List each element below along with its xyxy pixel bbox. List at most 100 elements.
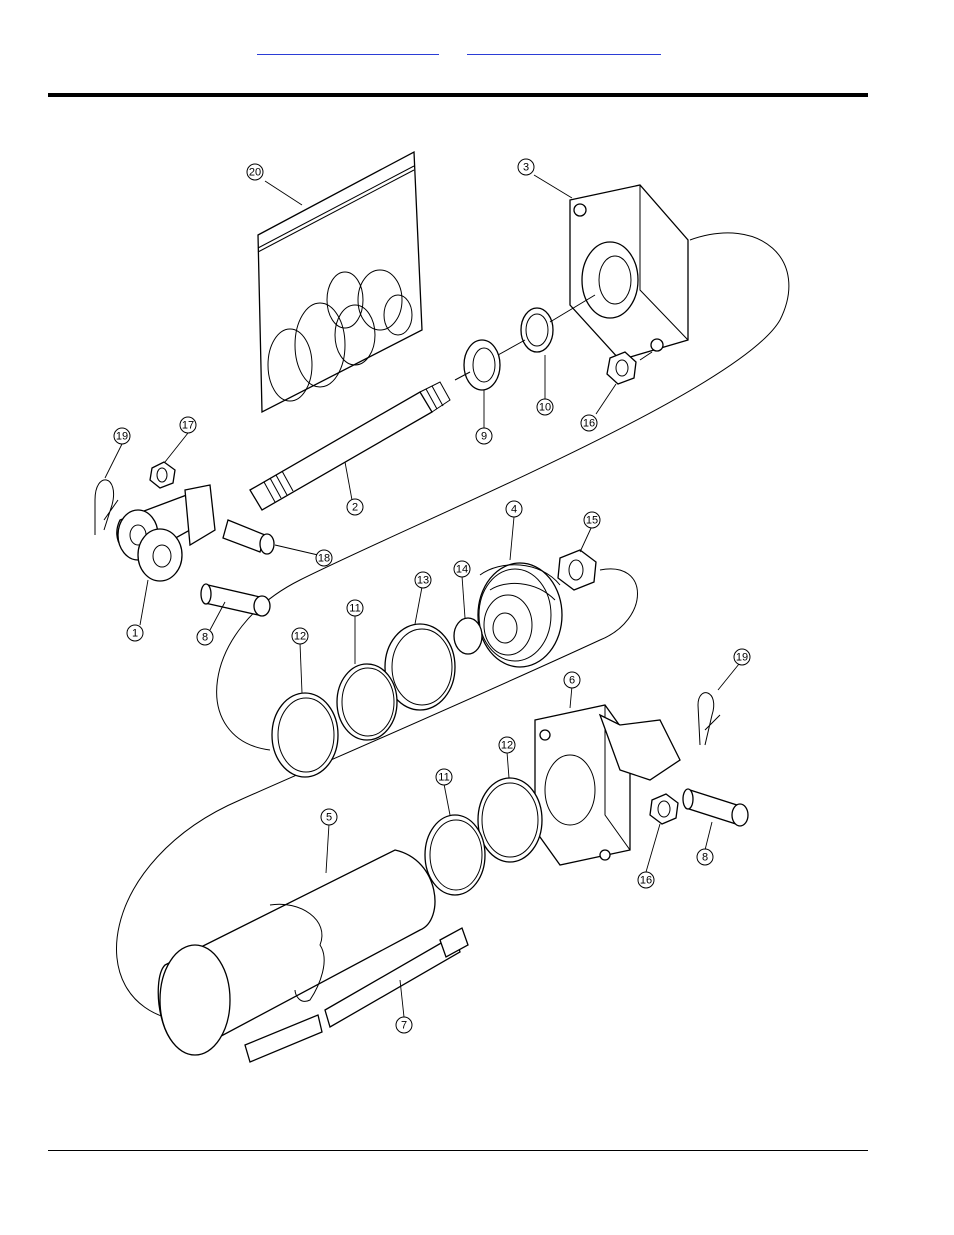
callout-label: 12 [501, 740, 513, 752]
callout-circle [315, 549, 333, 567]
callout-circle [505, 500, 523, 518]
callout-circle [179, 416, 197, 434]
leader-lines [104, 174, 740, 1018]
nav-link-2[interactable] [467, 40, 661, 55]
assembly-guide-loops [116, 232, 790, 1021]
callout-1: 1 [126, 624, 144, 642]
callout-circle [453, 560, 471, 578]
callout-label: 11 [438, 772, 449, 784]
callout-19: 19 [733, 648, 751, 666]
callout-circle [414, 571, 432, 589]
callout-label: 11 [349, 603, 360, 615]
callout-circle [113, 427, 131, 445]
wear-ring-lower [477, 777, 543, 863]
callout-17: 17 [179, 416, 197, 434]
callout-20: 20 [246, 163, 264, 181]
callout-label: 8 [702, 852, 708, 864]
callout-label: 1 [132, 628, 138, 640]
callout-10: 10 [536, 398, 554, 416]
callout-label: 19 [736, 652, 748, 664]
bottom-rule [48, 1150, 868, 1151]
callout-12: 12 [498, 736, 516, 754]
callout-circle [246, 163, 264, 181]
callout-circle [346, 498, 364, 516]
callout-label: 15 [586, 515, 598, 527]
callout-7: 7 [395, 1016, 413, 1034]
callout-circle [126, 624, 144, 642]
nav-link-1[interactable] [257, 40, 439, 55]
callout-label: 3 [523, 162, 529, 174]
callout-label: 18 [318, 553, 330, 565]
hex-nut-top [606, 351, 653, 385]
clevis-pin-right [682, 788, 749, 827]
backup-ring-upper [336, 663, 398, 741]
callout-label: 16 [640, 875, 652, 887]
hex-nut-clevis [149, 461, 176, 489]
wear-ring-upper [271, 692, 339, 778]
callout-9: 9 [475, 427, 493, 445]
callout-16: 16 [637, 871, 655, 889]
callout-circle [580, 414, 598, 432]
callout-label: 12 [294, 631, 306, 643]
clevis [116, 484, 216, 582]
callout-12: 12 [291, 627, 309, 645]
callout-6: 6 [563, 671, 581, 689]
callout-label: 6 [569, 675, 575, 687]
callout-label: 4 [511, 504, 517, 516]
cylinder-barrel [157, 849, 436, 1056]
callout-circle [475, 427, 493, 445]
piston-rod [249, 381, 451, 511]
seal-kit-bag [257, 150, 423, 414]
callout-circle [346, 599, 364, 617]
callout-19: 19 [113, 427, 131, 445]
base-end-cap [534, 704, 681, 866]
callout-label: 17 [182, 420, 194, 432]
callout-label: 9 [481, 431, 487, 443]
callout-label: 10 [539, 402, 551, 414]
callout-15: 15 [583, 511, 601, 529]
callout-11: 11 [346, 599, 364, 617]
callout-label: 13 [417, 575, 429, 587]
callout-circle [395, 1016, 413, 1034]
callout-circle [291, 627, 309, 645]
callout-circle [435, 768, 453, 786]
callout-14: 14 [453, 560, 471, 578]
callout-5: 5 [320, 808, 338, 826]
backup-ring-lower [424, 814, 486, 896]
callout-2: 2 [346, 498, 364, 516]
callout-circle [637, 871, 655, 889]
tie-rod [244, 927, 469, 1063]
callout-13: 13 [414, 571, 432, 589]
callout-label: 2 [352, 502, 358, 514]
hex-nut-bottom [649, 793, 679, 825]
callout-circle [498, 736, 516, 754]
callout-16: 16 [580, 414, 598, 432]
piston-o-ring [453, 617, 483, 655]
piston-nut [557, 549, 597, 591]
callout-circle [517, 158, 535, 176]
callout-8: 8 [196, 628, 214, 646]
callout-circle [733, 648, 751, 666]
callout-label: 20 [249, 167, 261, 179]
callout-circle [563, 671, 581, 689]
rod-end-cap [569, 184, 689, 361]
callout-circle [696, 848, 714, 866]
callout-label: 14 [456, 564, 468, 576]
callout-18: 18 [315, 549, 333, 567]
callout-label: 5 [326, 812, 332, 824]
callout-label: 8 [202, 632, 208, 644]
callout-circle [320, 808, 338, 826]
piston [477, 562, 563, 668]
hair-pin-clip-right [697, 692, 721, 746]
clevis-pin-left [200, 583, 271, 617]
callout-circle [583, 511, 601, 529]
callout-3: 3 [517, 158, 535, 176]
callout-label: 7 [401, 1020, 407, 1032]
callout-8: 8 [696, 848, 714, 866]
callout-circle [536, 398, 554, 416]
callout-11: 11 [435, 768, 453, 786]
top-rule [48, 93, 868, 97]
callout-circle [196, 628, 214, 646]
